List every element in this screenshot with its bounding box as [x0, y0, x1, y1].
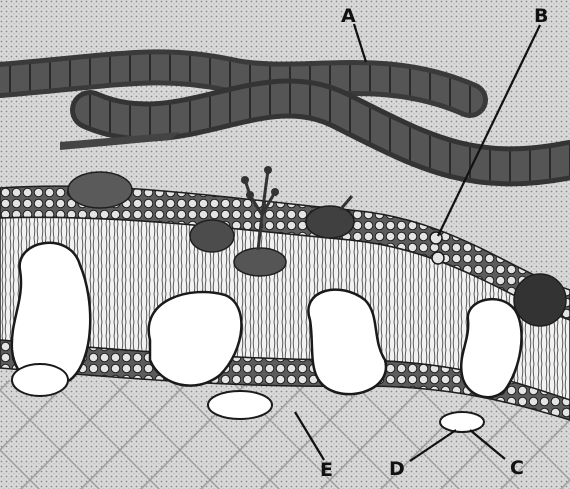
sugar-unit-4 — [241, 176, 249, 184]
label-d: D — [389, 458, 405, 480]
peripheral-protein-1 — [68, 172, 132, 208]
label-e: E — [320, 459, 333, 481]
label-a: A — [341, 5, 356, 27]
label-b: B — [534, 5, 548, 27]
phospholipid-head-marker-2 — [432, 252, 444, 264]
inner-protein-2 — [208, 391, 272, 419]
inner-protein-1 — [12, 364, 68, 396]
peripheral-protein-3 — [234, 248, 286, 276]
sugar-unit-1 — [246, 191, 254, 199]
peripheral-protein-2 — [190, 220, 234, 252]
label-c: C — [510, 457, 524, 479]
peripheral-protein-5 — [514, 274, 566, 326]
inner-protein-3 — [440, 412, 484, 432]
peripheral-protein-4 — [306, 206, 354, 238]
sugar-unit-2 — [271, 188, 279, 196]
sugar-unit-3 — [264, 166, 272, 174]
